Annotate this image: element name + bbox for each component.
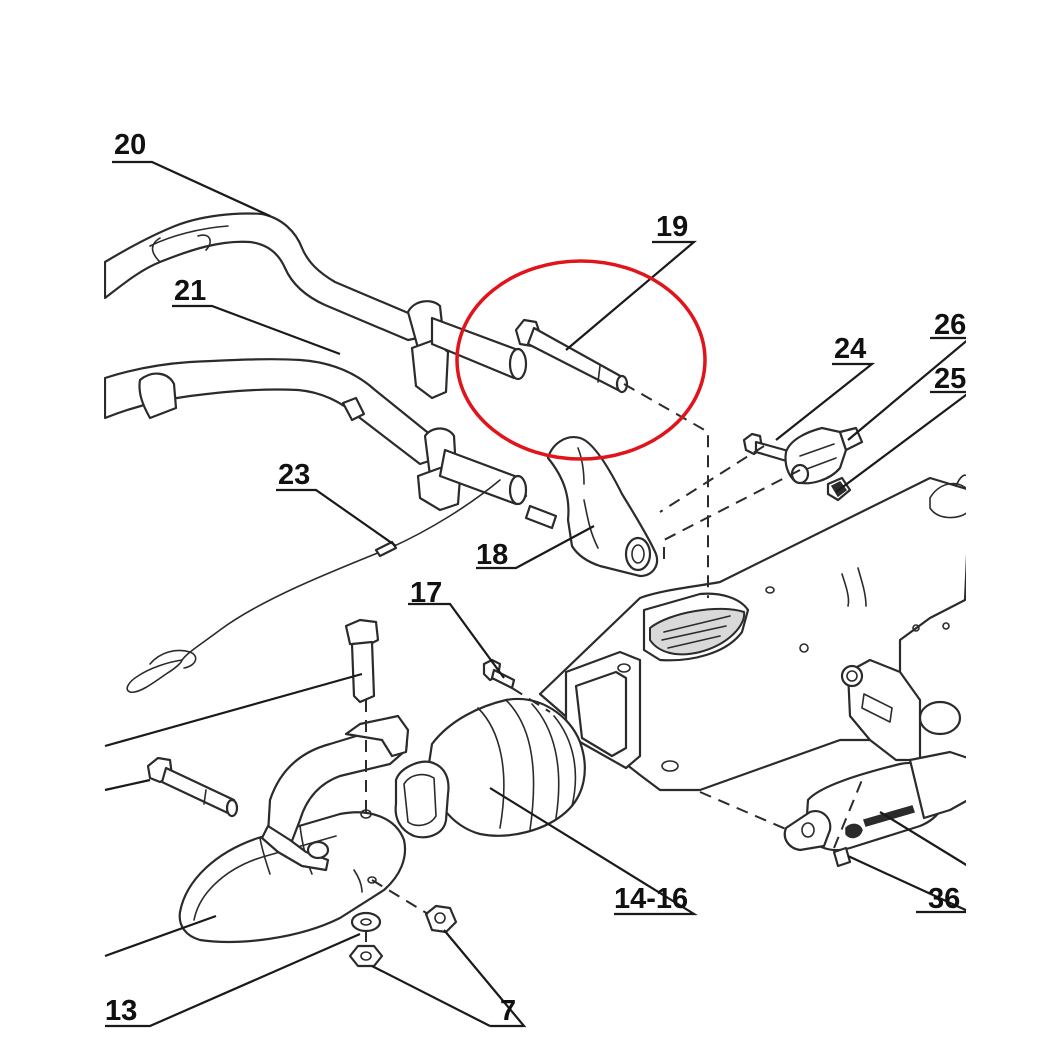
callout-13-visible: 13 bbox=[105, 995, 137, 1027]
callout-19: 19 bbox=[656, 211, 688, 243]
callout-labels: 20 21 19 24 26 25 23 18 17 14-16 36 13 7 bbox=[105, 129, 966, 1027]
part-20-lever-arm bbox=[103, 212, 528, 400]
callout-7: 7 bbox=[500, 995, 516, 1027]
left-margin bbox=[0, 0, 104, 1057]
callout-20: 20 bbox=[114, 129, 146, 161]
part-17-screw bbox=[482, 658, 516, 690]
callout-24: 24 bbox=[834, 333, 866, 365]
callout-21: 21 bbox=[174, 275, 206, 307]
callout-leaders bbox=[104, 160, 974, 1028]
callout-25: 25 bbox=[934, 363, 966, 395]
assembly-dashed-lines bbox=[365, 383, 863, 948]
drawbar-housing bbox=[538, 474, 972, 792]
part-19-bolt bbox=[514, 318, 629, 394]
part-7-nuts bbox=[348, 904, 458, 968]
callout-23: 23 bbox=[278, 459, 310, 491]
part-21-lever-arm bbox=[103, 358, 558, 530]
callout-17: 17 bbox=[410, 577, 442, 609]
callout-36: 36 bbox=[928, 883, 960, 915]
callout-14-16: 14-16 bbox=[614, 883, 688, 915]
right-margin bbox=[966, 0, 1059, 1057]
part-23-cable bbox=[126, 479, 501, 694]
callout-13: 13 bbox=[105, 995, 137, 1027]
part-13-coupling-head bbox=[146, 618, 410, 944]
part-14-16-bellows bbox=[394, 697, 586, 839]
part-18-bracket bbox=[546, 436, 659, 578]
highlight-ellipse-part-19 bbox=[455, 259, 707, 461]
callout-18: 18 bbox=[476, 539, 508, 571]
callout-26: 26 bbox=[934, 309, 966, 341]
